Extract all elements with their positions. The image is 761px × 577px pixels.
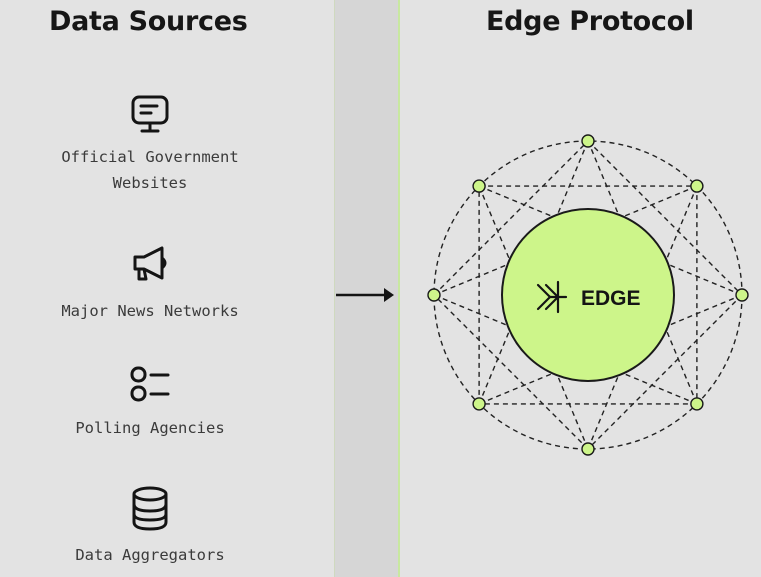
network-link [587, 294, 743, 450]
data-sources-title: Data Sources [49, 6, 248, 37]
network-node [472, 397, 486, 411]
network-node [581, 134, 595, 148]
edge-label: EDGE [581, 287, 641, 310]
edge-network-diagram: EDGE [427, 134, 749, 456]
network-node [427, 288, 441, 302]
network-link [587, 140, 698, 405]
list-icon [130, 366, 170, 402]
edge-hub: EDGE [501, 208, 675, 382]
network-link [478, 140, 589, 405]
data-sources-panel: Data Sources Official Government Website… [0, 0, 334, 577]
source-label: Official Government Websites [61, 148, 239, 192]
divider-column [334, 0, 400, 577]
network-link [433, 140, 589, 296]
source-news-networks: Major News Networks [0, 244, 300, 324]
network-link [587, 140, 743, 296]
network-link [587, 185, 698, 450]
edge-protocol-panel: Edge Protocol EDGE [400, 0, 761, 577]
source-label: Data Aggregators [75, 546, 225, 564]
source-label: Major News Networks [61, 302, 239, 320]
network-link [478, 294, 743, 405]
arrow-right-icon [336, 288, 394, 302]
network-node [581, 442, 595, 456]
network-link [433, 294, 589, 450]
network-link [433, 185, 698, 296]
source-government-websites: Official Government Websites [0, 94, 300, 196]
monitor-icon [131, 95, 169, 133]
megaphone-icon [133, 246, 167, 281]
network-node [735, 288, 749, 302]
network-node [690, 179, 704, 193]
database-icon [132, 486, 168, 531]
edge-protocol-title: Edge Protocol [486, 6, 694, 37]
network-node [690, 397, 704, 411]
source-data-aggregators: Data Aggregators [0, 486, 300, 568]
network-link [478, 185, 589, 450]
network-link [433, 294, 698, 405]
edge-logo-icon [536, 280, 568, 314]
source-label: Polling Agencies [75, 419, 225, 437]
network-link [478, 185, 743, 296]
network-node [472, 179, 486, 193]
source-polling-agencies: Polling Agencies [0, 363, 300, 441]
